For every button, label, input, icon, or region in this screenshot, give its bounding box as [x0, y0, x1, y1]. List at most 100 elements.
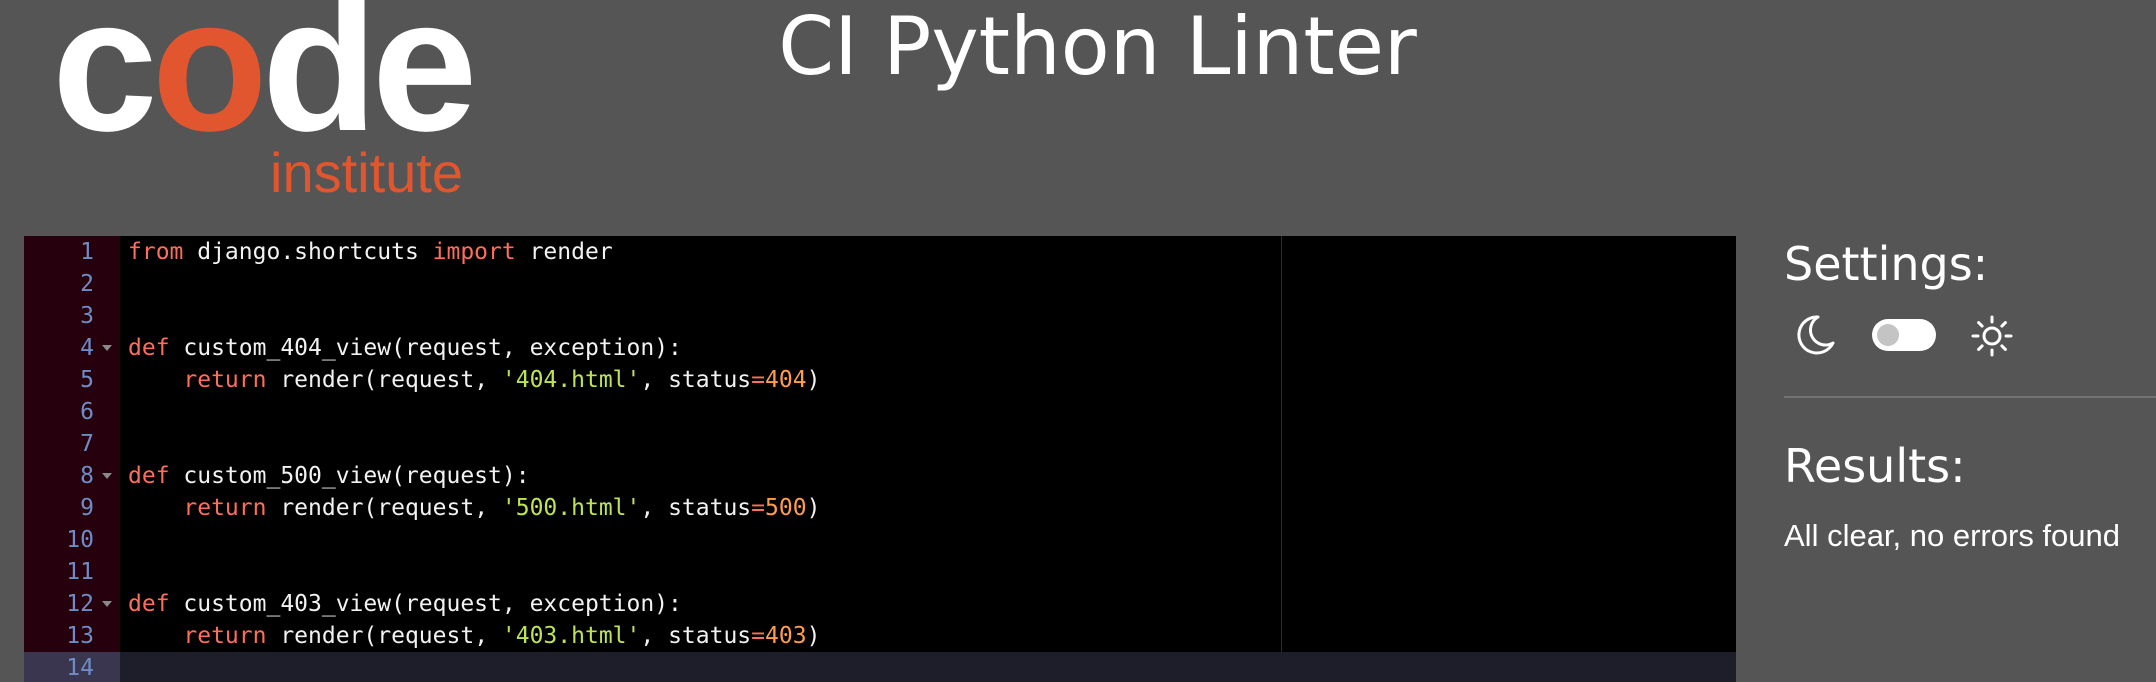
code-token: = [751, 623, 766, 649]
line-number-cell: 10 [24, 524, 120, 556]
logo-wordmark: code [52, 0, 477, 160]
line-number-cell: 4 [24, 332, 120, 364]
code-token [128, 495, 183, 521]
code-text: return render(request, '403.html', statu… [128, 620, 820, 652]
code-line[interactable]: 7 [24, 428, 1736, 460]
code-line[interactable]: 3 [24, 300, 1736, 332]
code-token: return [183, 495, 267, 521]
code-token: '404.html' [501, 367, 641, 393]
code-token: ) [806, 623, 821, 649]
print-margin-line [1281, 236, 1282, 682]
code-token: return [183, 623, 267, 649]
code-token [128, 623, 183, 649]
code-token: 403 [765, 623, 807, 649]
code-token: custom_500_view(request): [169, 463, 530, 489]
settings-heading: Settings: [1784, 237, 1989, 291]
code-token: render [515, 239, 613, 265]
code-line[interactable]: 8 def custom_500_view(request): [24, 460, 1736, 492]
code-line[interactable]: 12 def custom_403_view(request, exception… [24, 588, 1736, 620]
code-token: from [128, 239, 184, 265]
code-line[interactable]: 10 [24, 524, 1736, 556]
code-token: django.shortcuts [183, 239, 433, 265]
line-number-cell: 12 [24, 588, 120, 620]
theme-toggle-knob [1877, 324, 1899, 346]
line-number: 9 [80, 495, 94, 521]
line-number-cell: 11 [24, 556, 120, 588]
line-number-cell: 2 [24, 268, 120, 300]
code-token: return [183, 367, 267, 393]
page-title: CI Python Linter [778, 0, 1417, 93]
code-token: def [128, 463, 170, 489]
code-token: = [751, 495, 766, 521]
line-number: 13 [66, 623, 94, 649]
code-token: custom_404_view(request, exception): [169, 335, 682, 361]
code-text: def custom_404_view(request, exception): [128, 332, 682, 364]
line-number-gutter [24, 236, 120, 682]
line-number: 10 [66, 527, 94, 553]
code-token: , status [640, 367, 752, 393]
line-number: 7 [80, 431, 94, 457]
code-text: return render(request, '500.html', statu… [128, 492, 820, 524]
line-number: 12 [66, 591, 94, 617]
fold-arrow-icon[interactable] [102, 601, 112, 607]
line-number-cell: 8 [24, 460, 120, 492]
fold-arrow-icon[interactable] [102, 473, 112, 479]
code-token: 404 [765, 367, 807, 393]
logo-letters-de: de [261, 0, 478, 171]
code-token: import [432, 239, 516, 265]
code-line[interactable]: 2 [24, 268, 1736, 300]
code-token: ) [806, 367, 821, 393]
line-number-cell: 7 [24, 428, 120, 460]
code-line[interactable]: 14 [24, 652, 1736, 682]
line-number: 2 [80, 271, 94, 297]
line-number-cell: 3 [24, 300, 120, 332]
code-token: , status [640, 623, 752, 649]
line-number: 14 [66, 655, 94, 681]
code-token: render(request, [266, 367, 502, 393]
code-line[interactable]: 5 return render(request, '404.html', sta… [24, 364, 1736, 396]
code-line[interactable]: 13 return render(request, '403.html', st… [24, 620, 1736, 652]
line-number: 8 [80, 463, 94, 489]
moon-icon [1797, 315, 1835, 355]
line-number-cell: 13 [24, 620, 120, 652]
results-heading: Results: [1784, 439, 1966, 493]
line-number-cell: 6 [24, 396, 120, 428]
code-token: '403.html' [501, 623, 641, 649]
code-token [128, 367, 183, 393]
fold-arrow-icon[interactable] [102, 345, 112, 351]
code-token: render(request, [266, 495, 502, 521]
theme-toggle[interactable] [1872, 319, 1936, 351]
logo-letter-o: o [151, 0, 268, 171]
line-number: 4 [80, 335, 94, 361]
code-text: from django.shortcuts import render [128, 236, 613, 268]
line-number-cell: 5 [24, 364, 120, 396]
line-number: 6 [80, 399, 94, 425]
line-number-cell: 1 [24, 236, 120, 268]
line-number: 3 [80, 303, 94, 329]
code-institute-logo: code institute [52, 0, 512, 205]
results-message: All clear, no errors found [1784, 518, 2121, 553]
line-number: 11 [66, 559, 94, 585]
line-number: 5 [80, 367, 94, 393]
logo-letter-c: c [52, 0, 158, 171]
code-token: custom_403_view(request, exception): [169, 591, 682, 617]
code-token: def [128, 335, 170, 361]
code-line[interactable]: 11 [24, 556, 1736, 588]
code-token: ) [806, 495, 821, 521]
code-token: = [751, 367, 766, 393]
sun-icon [1971, 315, 2013, 357]
code-token: render(request, [266, 623, 502, 649]
code-text: def custom_500_view(request): [128, 460, 530, 492]
line-number-cell: 14 [24, 652, 120, 682]
code-line[interactable]: 6 [24, 396, 1736, 428]
logo-tagline: institute [270, 141, 463, 204]
code-text: return render(request, '404.html', statu… [128, 364, 820, 396]
line-number-cell: 9 [24, 492, 120, 524]
code-text: def custom_403_view(request, exception): [128, 588, 682, 620]
code-line[interactable]: 9 return render(request, '500.html', sta… [24, 492, 1736, 524]
code-line[interactable]: 4 def custom_404_view(request, exception)… [24, 332, 1736, 364]
code-token: 500 [765, 495, 807, 521]
code-token: def [128, 591, 170, 617]
